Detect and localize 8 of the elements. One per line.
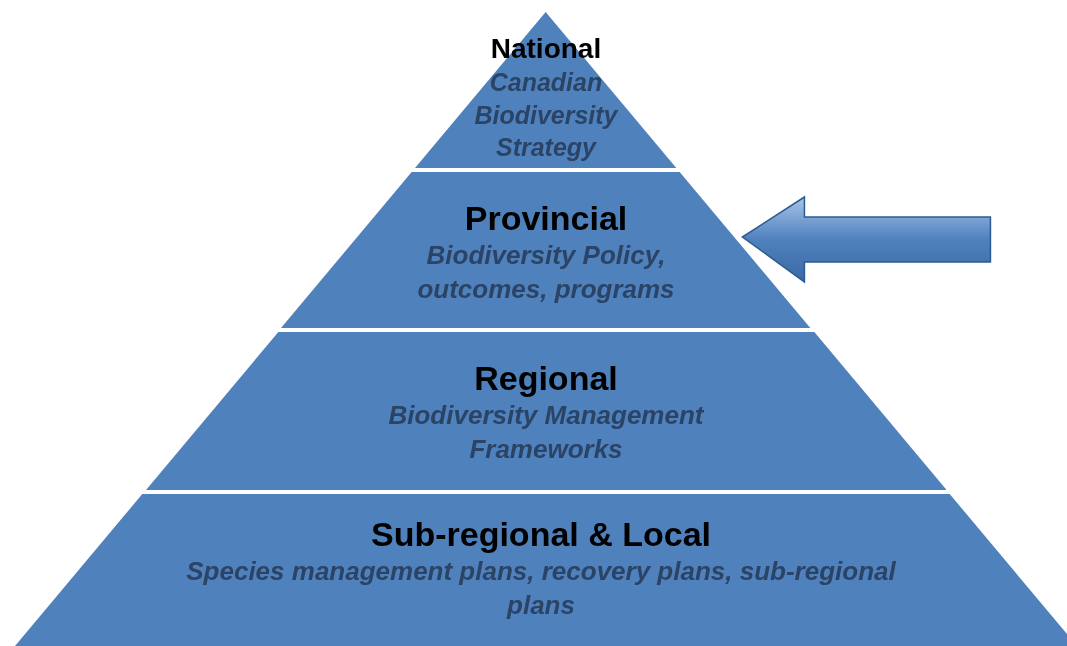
tier-description: Biodiversity Policy, outcomes, programs — [416, 239, 676, 306]
tier-heading: Provincial — [464, 200, 628, 238]
tier-description: Biodiversity Management Frameworks — [387, 399, 706, 466]
block-arrow — [741, 195, 992, 284]
tier-heading: Regional — [474, 360, 618, 398]
tier-description: Species management plans, recovery plans, sub-regional plans — [185, 555, 897, 622]
tier-description: Canadian Biodiversity Strategy — [473, 67, 620, 164]
tier-heading: Sub-regional & Local — [370, 516, 711, 554]
